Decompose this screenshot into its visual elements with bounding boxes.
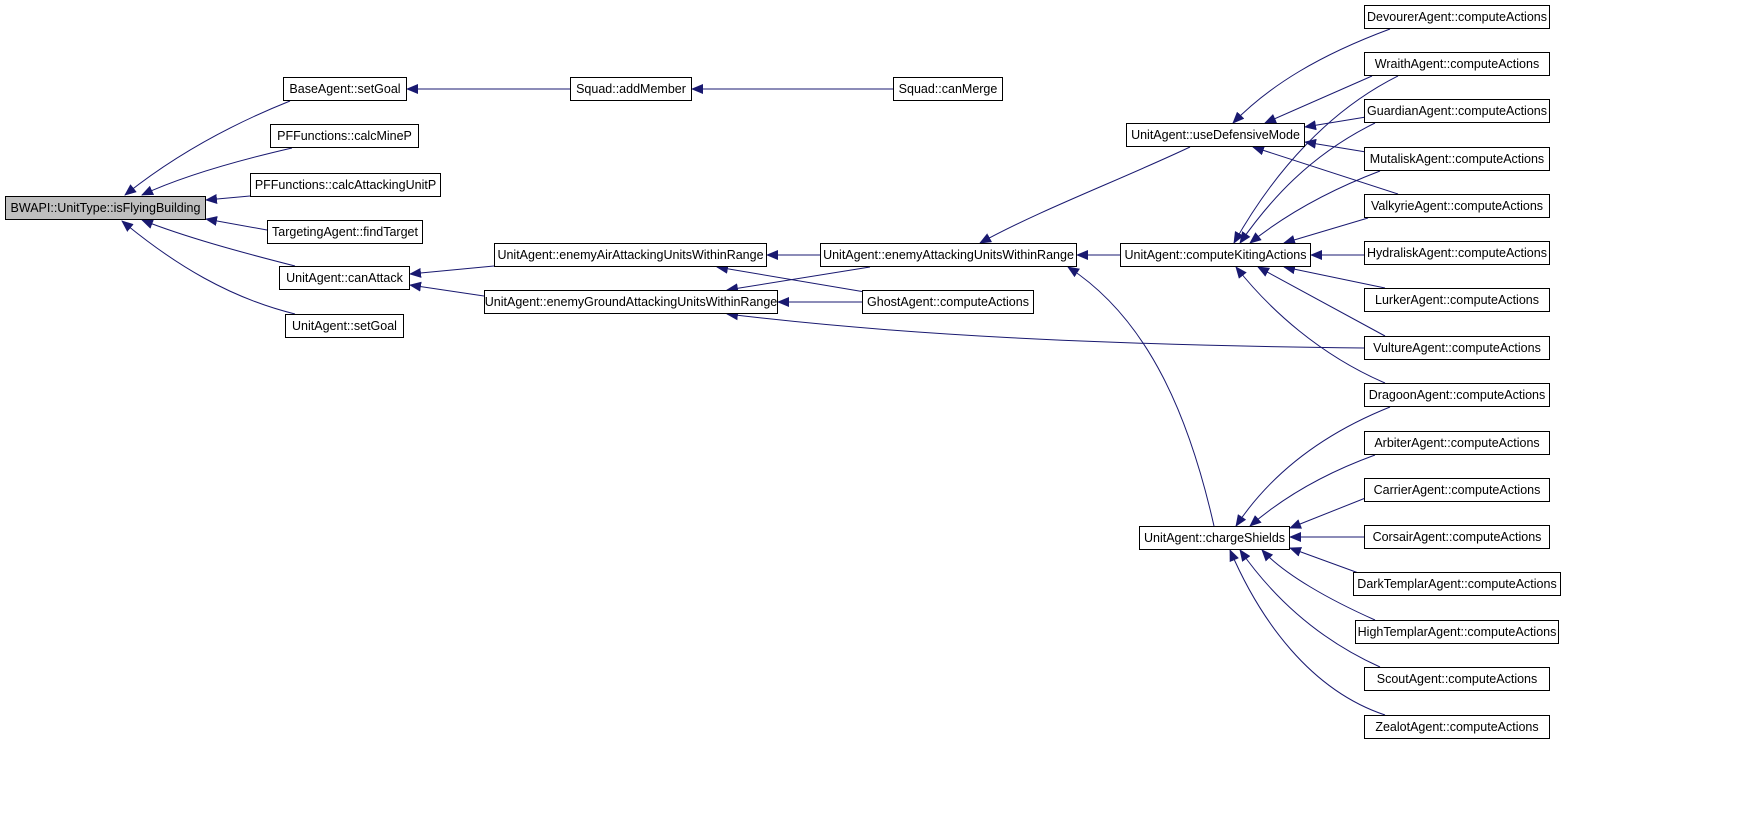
edge-scout-to-charge xyxy=(1239,549,1381,668)
edge-wraith-to-kiting xyxy=(1233,75,1399,244)
node-enemy-ground-in-range[interactable]: UnitAgent::enemyGroundAttackingUnitsWith… xyxy=(484,290,778,314)
node-guardian-compute-actions[interactable]: GuardianAgent::computeActions xyxy=(1364,99,1550,123)
node-lurker-compute-actions[interactable]: LurkerAgent::computeActions xyxy=(1364,288,1550,312)
edge-enemyair-to-canattack xyxy=(409,265,495,278)
node-unit-setgoal[interactable]: UnitAgent::setGoal xyxy=(285,314,404,338)
node-high-templar-compute-actions[interactable]: HighTemplarAgent::computeActions xyxy=(1355,620,1559,644)
edge-hightemplar-to-charge xyxy=(1261,549,1376,621)
edge-mutalisk-to-kiting xyxy=(1249,170,1381,244)
node-base-agent-setgoal[interactable]: BaseAgent::setGoal xyxy=(283,77,407,101)
edge-enemyattacking-to-enemyground xyxy=(726,266,871,294)
root-node: BWAPI::UnitType::isFlyingBuilding xyxy=(5,196,206,220)
node-ghost-compute-actions[interactable]: GhostAgent::computeActions xyxy=(862,290,1034,314)
node-corsair-compute-actions[interactable]: CorsairAgent::computeActions xyxy=(1364,525,1550,549)
node-pf-calc-mine[interactable]: PFFunctions::calcMineP xyxy=(270,124,419,148)
edge-vulture-to-enemyground xyxy=(726,310,1365,349)
node-pf-calc-attacking[interactable]: PFFunctions::calcAttackingUnitP xyxy=(250,173,441,197)
edge-dragoon-to-charge xyxy=(1235,406,1391,527)
node-valkyrie-compute-actions[interactable]: ValkyrieAgent::computeActions xyxy=(1364,194,1550,218)
node-carrier-compute-actions[interactable]: CarrierAgent::computeActions xyxy=(1364,478,1550,502)
node-wraith-compute-actions[interactable]: WraithAgent::computeActions xyxy=(1364,52,1550,76)
edge-carrier-to-charge xyxy=(1289,496,1369,529)
edge-mutalisk-to-usedef xyxy=(1304,138,1367,153)
node-use-defensive-mode[interactable]: UnitAgent::useDefensiveMode xyxy=(1126,123,1305,147)
edge-guardian-to-kiting xyxy=(1239,122,1376,244)
node-squad-can-merge[interactable]: Squad::canMerge xyxy=(893,77,1003,101)
node-dragoon-compute-actions[interactable]: DragoonAgent::computeActions xyxy=(1364,383,1550,407)
node-mutalisk-compute-actions[interactable]: MutaliskAgent::computeActions xyxy=(1364,147,1550,171)
node-vulture-compute-actions[interactable]: VultureAgent::computeActions xyxy=(1364,336,1550,360)
edge-zealot-to-charge xyxy=(1229,549,1386,716)
edge-canattack-to-root xyxy=(141,219,296,267)
edge-valkyrie-to-kiting xyxy=(1283,217,1369,245)
edge-unit-setgoal-to-root xyxy=(121,220,296,315)
edge-wraith-to-usedef xyxy=(1264,75,1373,124)
edge-valkyrie-to-usedef xyxy=(1252,145,1399,195)
edge-enemyground-to-canattack xyxy=(409,281,485,297)
edge-darktemplar-to-charge xyxy=(1289,547,1365,576)
edge-arbiter-to-charge xyxy=(1249,454,1376,527)
node-devourer-compute-actions[interactable]: DevourerAgent::computeActions xyxy=(1364,5,1550,29)
edge-guardian-to-usedef xyxy=(1304,116,1367,131)
edge-lurker-to-kiting xyxy=(1283,264,1386,289)
node-compute-kiting-actions[interactable]: UnitAgent::computeKitingActions xyxy=(1120,243,1311,267)
edge-findtarget-to-root xyxy=(205,216,268,231)
edge-charge-to-enemyattacking xyxy=(1067,266,1215,527)
node-enemy-attacking-in-range[interactable]: UnitAgent::enemyAttackingUnitsWithinRang… xyxy=(820,243,1077,267)
node-targeting-find-target[interactable]: TargetingAgent::findTarget xyxy=(267,220,423,244)
node-squad-add-member[interactable]: Squad::addMember xyxy=(570,77,692,101)
edge-base-setgoal-to-root xyxy=(124,100,291,196)
edge-usedef-to-enemyattacking xyxy=(979,146,1191,244)
edge-dragoon-to-kiting xyxy=(1235,266,1386,384)
node-unit-can-attack[interactable]: UnitAgent::canAttack xyxy=(279,266,410,290)
node-charge-shields[interactable]: UnitAgent::chargeShields xyxy=(1139,526,1290,550)
node-dark-templar-compute-actions[interactable]: DarkTemplarAgent::computeActions xyxy=(1353,572,1561,596)
node-zealot-compute-actions[interactable]: ZealotAgent::computeActions xyxy=(1364,715,1550,739)
node-scout-compute-actions[interactable]: ScoutAgent::computeActions xyxy=(1364,667,1550,691)
edge-calcattacking-to-root xyxy=(205,194,251,204)
edge-vulture-to-kiting xyxy=(1257,266,1386,337)
node-arbiter-compute-actions[interactable]: ArbiterAgent::computeActions xyxy=(1364,431,1550,455)
edge-calcmine-to-root xyxy=(141,147,293,196)
node-hydralisk-compute-actions[interactable]: HydraliskAgent::computeActions xyxy=(1364,241,1550,265)
node-enemy-air-in-range[interactable]: UnitAgent::enemyAirAttackingUnitsWithinR… xyxy=(494,243,767,267)
edge-devourer-to-usedef xyxy=(1232,28,1391,124)
